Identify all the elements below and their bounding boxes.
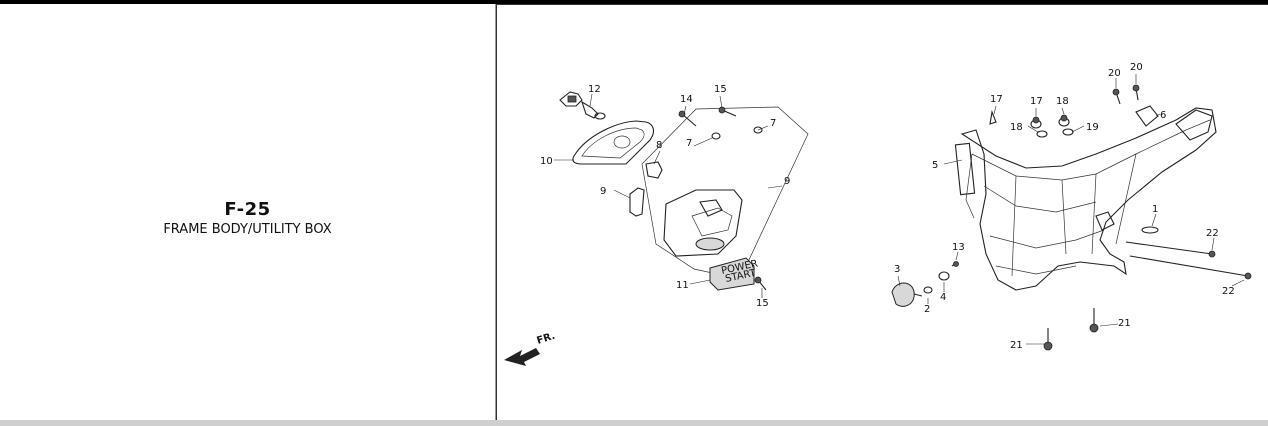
top-border [0,0,1268,4]
callout-3: 3 [894,264,900,275]
callout-7b: 7 [770,118,776,129]
front-direction-arrow: FR. [504,331,557,366]
callout-22a: 22 [1206,228,1219,239]
bottom-scroll-strip [0,420,1268,426]
callout-22b: 22 [1222,286,1235,297]
pad-part [629,187,645,217]
callout-labels: 12 10 9 8 9 7 7 14 15 11 15 5 1 3 2 4 13… [540,62,1235,351]
frame-hardware [891,84,1252,351]
callout-16: 15 [756,298,769,309]
callout-20b: 20 [1130,62,1143,73]
callout-7a: 7 [686,138,692,149]
utility-box-part [663,189,743,257]
callout-21b: 21 [1118,318,1131,329]
leader-lines [554,74,1245,345]
diagram-panel: POWER START FR. [496,4,1268,420]
callout-5: 5 [932,160,938,171]
clip-part [645,161,663,179]
callout-20a: 20 [1108,68,1121,79]
callout-17a: 17 [1030,96,1043,107]
power-start-cover: POWER START [709,257,759,291]
diagram-title: FRAME BODY/UTILITY BOX [163,222,332,237]
parts-diagram: POWER START FR. [504,62,1252,366]
caption-panel: F-25 FRAME BODY/UTILITY BOX [0,4,496,420]
callout-15b: 15 [714,84,727,95]
callout-18a: 18 [1010,122,1023,133]
panel-border-top [496,4,1268,5]
callout-12: 11 [676,280,689,291]
diagram-code: F-25 [224,199,271,220]
callout-10: 9 [600,186,606,197]
callout-13: 12 [588,84,601,95]
callout-21a: 21 [1010,340,1023,351]
callout-6: 6 [1160,110,1166,121]
callout-9: 9 [784,176,790,187]
caption: F-25 FRAME BODY/UTILITY BOX [0,200,495,238]
callout-19: 17 [990,94,1003,105]
callout-11: 10 [540,156,553,167]
side-cover-part [572,120,655,165]
callout-8: 8 [656,140,662,151]
callout-14: 13 [952,242,965,253]
assembly-outline [641,106,809,280]
panel-border-left [496,4,497,420]
lock-part [559,91,606,120]
callout-17b: 18 [1056,96,1069,107]
callout-15a: 14 [680,94,693,105]
callout-18b: 19 [1086,122,1099,133]
callout-1: 1 [1152,204,1158,215]
bolts-group-left [678,106,767,291]
frame-body-part [954,107,1217,291]
direction-label: FR. [536,331,557,347]
callout-2: 2 [924,304,930,315]
callout-4: 4 [940,292,946,303]
